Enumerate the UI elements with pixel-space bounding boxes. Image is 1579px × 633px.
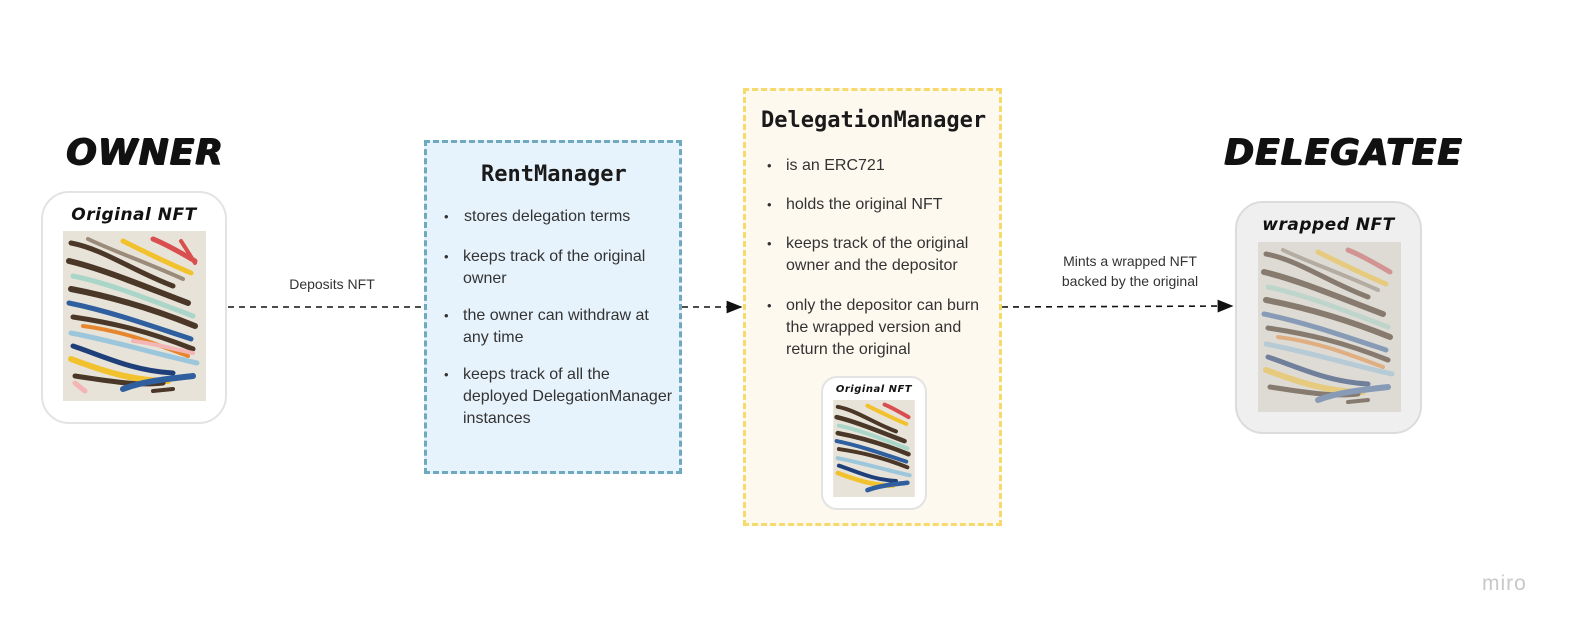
mint-arrow [1001,299,1234,313]
rent-manager-item: keeps track of the original owner [427,246,658,290]
mint-label-line-1: Mints a wrapped NFT [1063,253,1197,269]
rent-manager-bullets: stores delegation terms keeps track of t… [427,206,677,430]
held-original-nft-title: Original NFT [835,384,913,395]
deposit-label: Deposits NFT [289,276,375,292]
rent-manager-item: keeps track of all the deployed Delegati… [427,364,678,430]
rent-manager-item: stores delegation terms [427,206,677,228]
delegatee-heading: DELEGATEE [1224,132,1463,173]
rent-manager-box: RentManager stores delegation terms keep… [424,140,682,474]
delegation-manager-item: only the depositor can burn the wrapped … [750,295,996,361]
rent-manager-item: the owner can withdraw at any time [427,305,663,349]
wrapped-nft-card: wrapped NFT [1235,201,1422,434]
delegation-manager-item: holds the original NFT [750,194,995,216]
delegation-manager-box: DelegationManager is an ERC721 holds the… [743,88,1002,526]
delegation-manager-item: keeps track of the original owner and th… [750,233,986,277]
miro-watermark: miro [1482,572,1527,595]
delegation-manager-bullets: is an ERC721 holds the original NFT keep… [750,155,995,361]
original-nft-card: Original NFT [41,191,227,424]
owner-heading: OWNER [66,132,224,173]
wrapped-nft-title: wrapped NFT [1262,215,1395,235]
mint-label: Mints a wrapped NFT backed by the origin… [1040,251,1220,291]
wrapped-nft-artwork-image [1258,242,1401,412]
held-original-nft-card: Original NFT [821,376,927,510]
rent-manager-title: RentManager [481,162,627,187]
mint-label-line-2: backed by the original [1061,273,1199,289]
delegation-manager-title: DelegationManager [761,108,987,133]
original-nft-title: Original NFT [71,205,197,225]
nft-artwork-image [833,400,915,497]
nft-artwork-image [63,231,206,401]
delegation-manager-item: is an ERC721 [750,155,995,177]
